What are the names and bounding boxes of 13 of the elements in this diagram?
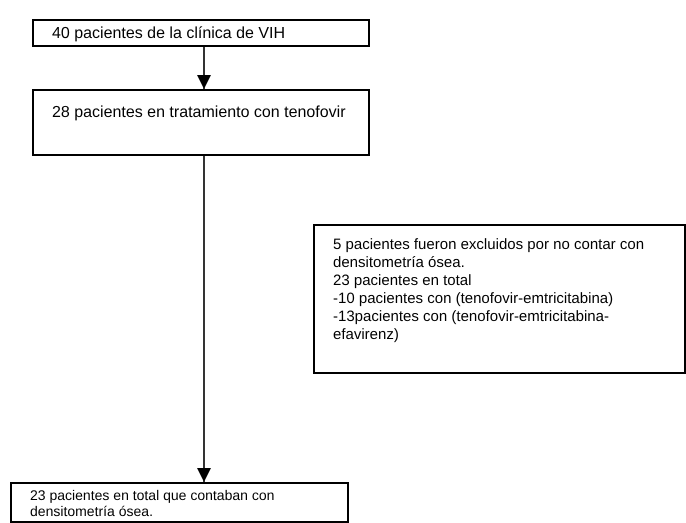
arrow bbox=[197, 47, 211, 89]
box-text: 5 pacientes fueron excluidos por no contar con densitometría ósea. bbox=[333, 236, 646, 272]
box-text: -13pacientes con (tenofovir-emtricitabina- efavirenz) bbox=[333, 308, 610, 344]
process-box bbox=[32, 19, 370, 47]
box-text: 23 pacientes en total que contaban con densitometría ósea. bbox=[30, 487, 276, 519]
process-box bbox=[32, 89, 370, 156]
process-box bbox=[313, 224, 686, 374]
box-text: 28 pacientes en tratamiento con tenofovir bbox=[52, 104, 347, 122]
box-text: 23 pacientes en total bbox=[333, 272, 472, 290]
process-box bbox=[10, 482, 349, 523]
box-text: 40 pacientes de la clínica de VIH bbox=[52, 25, 286, 43]
box-text: -10 pacientes con (tenofovir-emtricitabina) bbox=[333, 290, 614, 308]
arrow bbox=[197, 156, 211, 482]
